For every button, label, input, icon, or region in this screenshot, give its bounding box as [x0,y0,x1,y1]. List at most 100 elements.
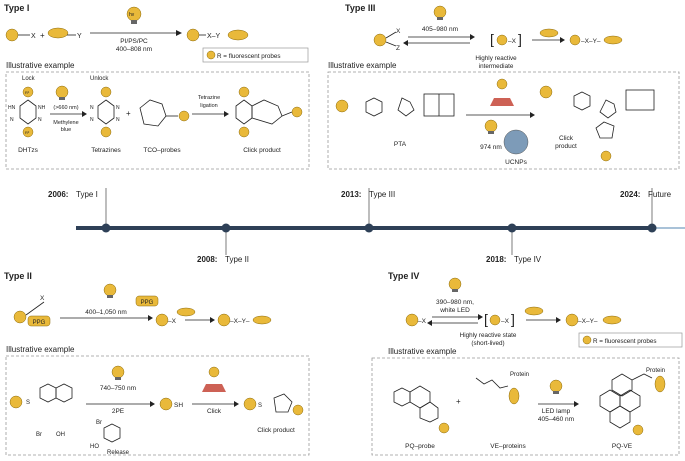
type-4-example-title: Illustrative example [388,347,457,356]
dhtz-structure: R¹ HN NH N N R² [8,86,46,138]
release-label: Release [107,450,130,456]
svg-text:[: [ [484,311,488,327]
svg-text:–X: –X [501,318,510,325]
panel-type-4: Type IV 390–980 nm, white LED –X [ –X ] … [371,271,683,456]
tetrazine-structure: N N N N [90,86,120,138]
svg-text:X: X [40,295,45,302]
click-product-structure [539,85,655,162]
type-3-example-box [327,71,680,170]
light-bulb-icon [103,283,117,298]
type-3-wavelength: 974 nm [480,144,502,151]
svg-text:N: N [90,117,94,123]
legend-text: R = fluorescent probes [593,338,657,345]
svg-text:–X: –X [418,318,427,325]
xy-product-label: X–Y [207,33,221,40]
event-2006-label: Type I [76,190,98,199]
legend-box [578,332,683,348]
svg-text:S: S [26,400,30,406]
ve-protein-structure [475,377,520,405]
state-label-2: (short-lived) [471,340,504,347]
unlock-label: Unlock [90,76,109,82]
ucnp-particle-icon [503,129,529,155]
year-2013: 2013: [341,190,361,199]
pq-ve-structure [599,373,666,436]
svg-text:HO: HO [90,444,99,450]
year-2024: 2024: [620,190,640,199]
light-bulb-icon [433,5,447,20]
state-label-1: Highly reactive state [460,332,517,339]
timeline: 2006: Type I 2013: Type III 2024: Future… [48,188,685,264]
two-photon-label: 2PE [112,408,125,415]
tetrazine-ligation-label-2: ligation [200,103,217,109]
probe-icon [5,28,19,42]
svg-text:+: + [456,397,461,406]
svg-text:R¹: R¹ [25,90,30,95]
light-bulb-icon [55,85,69,100]
svg-text:X: X [396,28,401,35]
tetrazines-label: Tetrazines [91,147,121,154]
pq-probe-structure [393,385,450,434]
pta-label: PTA [394,141,407,148]
led-lamp-wavelength: 405–460 nm [538,416,574,423]
click-product-structure: S [243,393,304,416]
reagent-ellipse-icon [47,27,69,39]
svg-text:]: ] [518,31,522,47]
ppg-badge [27,315,51,327]
timeline-marker-2008 [221,223,231,233]
protein-label: Protein [510,372,529,378]
type-1-example-title: Illustrative example [6,61,75,70]
svg-text:PPG: PPG [141,300,154,306]
pq-probe-label: PQ–probe [405,443,435,450]
svg-text:–X: –X [168,318,177,325]
ve-proteins-label: VE–proteins [490,443,526,450]
svg-text:HN: HN [8,105,16,111]
coumarin-structure: S Br OH [9,383,73,438]
type-2-example-box [5,355,310,456]
svg-text:Z: Z [396,45,400,52]
svg-text:–X–Y–: –X–Y– [581,38,601,45]
type-1-condition-1: PI/PS/PC [120,38,148,45]
light-bulb-icon [111,365,125,380]
svg-text:hν: hν [129,12,135,18]
type-2-wavelength: 740–750 nm [100,385,136,392]
intermediate-label-1: Highly reactive [475,55,517,62]
event-2018-label: Type IV [514,255,542,264]
type-3-title: Type III [345,3,375,13]
svg-text:S: S [258,403,262,409]
timeline-marker-2018 [507,223,517,233]
svg-text:R²: R² [25,130,30,135]
panel-type-1: Type I X + Y hν PI/PS/PC 400–808 nm X–Y … [4,3,310,170]
year-2008: 2008: [197,255,217,264]
type-4-condition-1: 390–980 nm, [436,299,474,306]
type-4-example-box [371,357,680,456]
light-bulb-icon [484,119,498,134]
type-3-product-label: product [555,143,577,150]
svg-text:–X–Y–: –X–Y– [578,318,598,325]
svg-text:+: + [126,109,131,118]
timeline-marker-2024 [647,223,657,233]
type-1-example-box [5,71,310,170]
svg-text:N: N [38,117,42,123]
event-2013-label: Type III [369,190,395,199]
panel-type-2: Type II X PPG PPG 400–1,050 nm –X –X–Y– … [4,271,310,456]
click-product-structure [235,86,303,138]
legend-box [202,47,309,63]
methylene-wavelength: (>660 nm) [53,105,78,111]
svg-text:–X–Y–: –X–Y– [230,318,250,325]
svg-text:PPG: PPG [33,320,46,326]
event-2008-label: Type II [225,255,249,264]
type-1-title: Type I [4,3,29,13]
blue-label: blue [61,127,71,133]
light-bulb-icon [549,379,563,394]
type-4-condition-2: white LED [439,307,470,314]
ucnps-label: UCNPs [505,159,527,166]
type-3-conditions: 405–980 nm [422,26,458,33]
tco-structure [139,99,190,127]
svg-text:]: ] [511,311,515,327]
led-lamp-label: LED lamp [542,408,571,415]
year-2006: 2006: [48,190,68,199]
pta-structure [335,93,455,117]
type-2-example-title: Illustrative example [6,345,75,354]
light-bulb-icon: hν [126,6,142,24]
